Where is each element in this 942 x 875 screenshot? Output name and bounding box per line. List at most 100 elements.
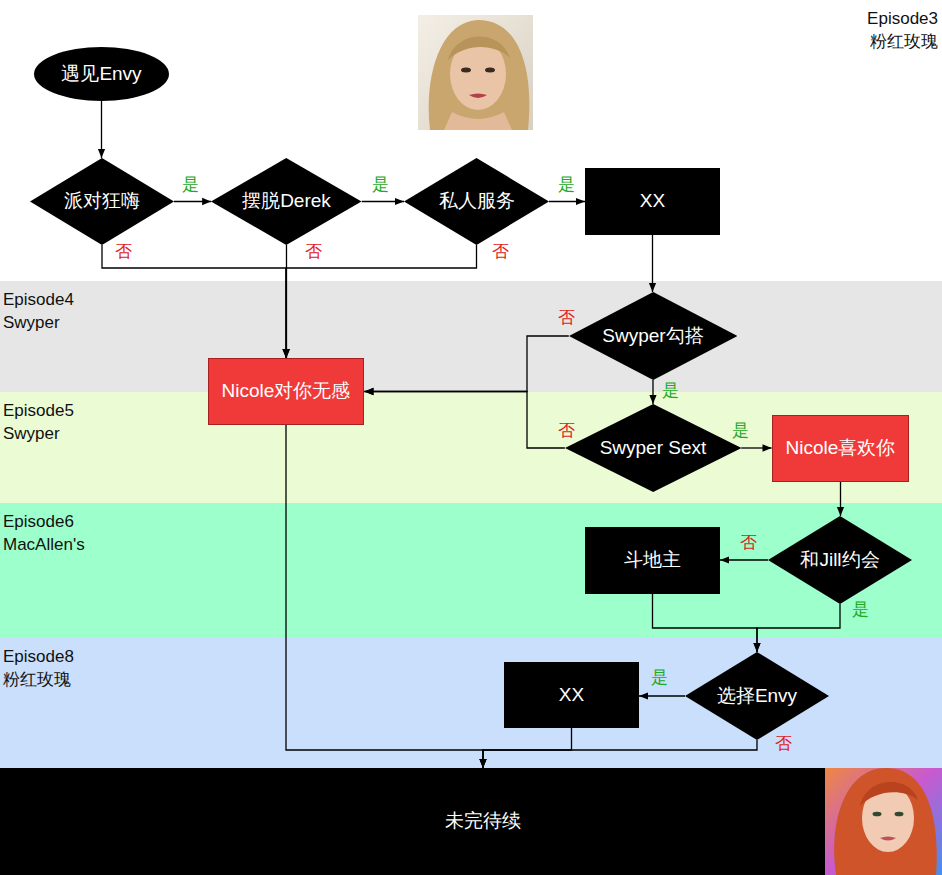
edge-label-holder: 是: [182, 175, 199, 195]
edge-label: 是: [662, 381, 679, 400]
process-box: XX: [504, 662, 639, 728]
edge-label-holder: 否: [558, 308, 575, 328]
diamond-shape: [685, 652, 829, 740]
edge-label: 否: [558, 421, 575, 440]
edge-label: 否: [305, 242, 322, 261]
flow-connector: [757, 604, 840, 652]
portrait-lips: [469, 94, 487, 99]
episode-band: Episode5 Swyper Swyper Sext Nicole喜欢你: [0, 392, 942, 503]
flow-connector: [720, 559, 768, 560]
episode-label: Episode3 粉红玫瑰: [867, 8, 938, 54]
edge-label-holder: 是: [852, 600, 869, 620]
node-label: 选择Envy: [717, 685, 797, 708]
flow-connector: [286, 245, 477, 358]
episode-band: Episode6 MacAllen's 斗地主 和Jill约会: [0, 503, 942, 638]
edge-label: 否: [492, 242, 509, 261]
edge-label-holder: 是: [651, 668, 668, 688]
episode-label: Episode5 Swyper: [3, 400, 74, 446]
flow-connector: [652, 235, 653, 292]
node-label: XX: [559, 684, 584, 707]
edge-label-holder: 是: [372, 175, 389, 195]
flow-connector: [174, 201, 211, 202]
edge-label: 否: [558, 308, 575, 327]
diamond-shape: [768, 516, 912, 604]
episode-band: Episode8 粉红玫瑰 XX 选择Envy: [0, 638, 942, 768]
episode-label: Episode8 粉红玫瑰: [3, 646, 74, 692]
portrait-hair: [429, 20, 530, 130]
portrait-eye: [873, 812, 882, 817]
episode-band: Episode4 SwyperSwyper勾搭: [0, 281, 942, 392]
edge-label: 是: [182, 175, 199, 194]
diamond-shape: [404, 158, 549, 245]
flow-connector: [639, 695, 685, 696]
flow-connector: [653, 594, 758, 652]
edge-label-holder: 否: [740, 533, 757, 553]
node-label: Nicole对你无感: [222, 380, 351, 403]
edge-label-holder: 是: [732, 421, 749, 441]
episode-label: Episode4 Swyper: [3, 289, 74, 335]
edge-label-holder: 是: [558, 175, 575, 195]
process-box: 斗地主: [585, 527, 720, 594]
flow-connector: [101, 101, 102, 158]
flow-connector: [362, 201, 404, 202]
portrait-eye: [895, 812, 904, 817]
edge-label: 是: [372, 175, 389, 194]
flow-connector: [483, 728, 572, 768]
ellipse-shape: [34, 47, 169, 101]
edge-label-holder: 否: [558, 421, 575, 441]
edge-label: 否: [775, 734, 792, 753]
node-label: 和Jill约会: [800, 549, 879, 572]
decision-diamond: 摆脱Derek: [211, 158, 362, 245]
portrait-fringe: [448, 36, 510, 60]
edge-label: 否: [740, 533, 757, 552]
node-label: XX: [640, 190, 665, 213]
portrait-background: [825, 762, 942, 875]
edge-label: 否: [115, 242, 132, 261]
flow-connector: [549, 201, 585, 202]
diamond-shape: [211, 158, 362, 245]
decision-diamond: Swyper勾搭: [569, 292, 737, 380]
edge-label-holder: 否: [492, 242, 509, 262]
diamond-shape: [565, 404, 741, 492]
portrait-background: [418, 15, 533, 130]
node-label: 私人服务: [439, 190, 515, 213]
flow-connector: [652, 380, 653, 404]
start-ellipse: 遇见Envy: [34, 47, 169, 101]
edge-label: 是: [852, 600, 869, 619]
ending-bar: 未完待续: [0, 768, 825, 875]
edge-label-holder: 是: [662, 381, 679, 401]
node-label: Nicole喜欢你: [786, 437, 896, 460]
flow-connector: [286, 425, 483, 768]
portrait-neck: [444, 112, 512, 130]
outcome-box: Nicole对你无感: [208, 358, 365, 425]
flow-connector: [364, 392, 564, 449]
portrait-eye: [485, 68, 495, 73]
edge-label-holder: 否: [305, 242, 322, 262]
node-label: 摆脱Derek: [242, 190, 331, 213]
edge-label: 是: [651, 668, 668, 687]
edge-label-holder: 否: [115, 242, 132, 262]
episode-label: Episode6 MacAllen's: [3, 511, 85, 557]
portrait-hair: [834, 768, 937, 875]
edge-label: 是: [732, 421, 749, 440]
decision-diamond: 和Jill约会: [768, 516, 912, 604]
node-label: 斗地主: [624, 549, 681, 572]
portrait-eye: [461, 68, 471, 73]
flow-connector: [483, 740, 757, 768]
flow-connector: [741, 447, 771, 448]
node-label: 遇见Envy: [61, 63, 141, 86]
portrait-fringe: [860, 782, 918, 806]
decision-diamond: Swyper Sext: [565, 404, 741, 492]
flow-connector: [286, 245, 287, 358]
node-label: Swyper勾搭: [602, 325, 703, 348]
edge-label-holder: 否: [775, 734, 792, 754]
portrait-blonde: [418, 15, 533, 130]
process-box: XX: [585, 168, 720, 235]
node-label: 派对狂嗨: [64, 190, 140, 213]
diamond-shape: [30, 158, 174, 245]
flow-connector: [364, 336, 568, 392]
portrait-lips: [880, 837, 896, 841]
decision-diamond: 选择Envy: [685, 652, 829, 740]
